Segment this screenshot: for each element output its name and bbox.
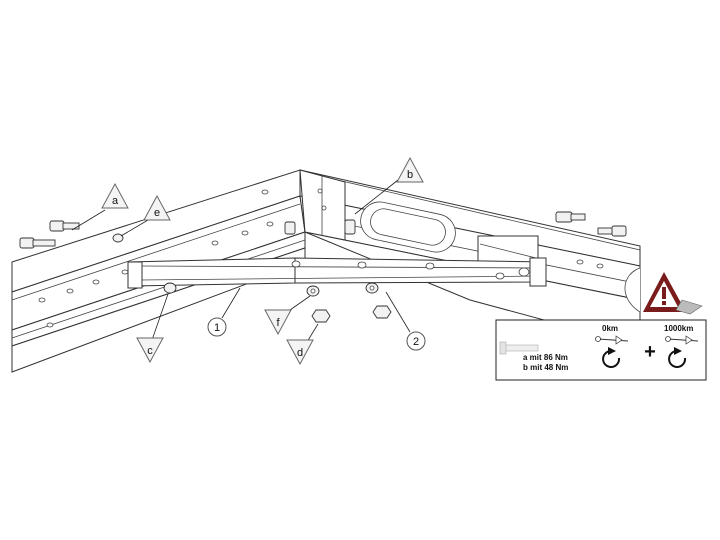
bolt-right-1 [555, 211, 586, 223]
callout-part-2: 2 [385, 291, 426, 351]
callout-f: f [264, 295, 311, 336]
washer-f-2 [365, 282, 379, 294]
svg-text:b mit 48 Nm: b mit 48 Nm [523, 363, 568, 372]
svg-text:0km: 0km [602, 324, 618, 333]
warning-triangle-icon [643, 272, 703, 315]
svg-text:a: a [112, 195, 119, 207]
small-bolt-icon [595, 335, 629, 345]
right-frame-rail [299, 169, 641, 347]
callout-d: d [286, 323, 319, 366]
bolt-b-1 [344, 219, 356, 235]
bolt-a-2 [49, 220, 80, 232]
svg-text:1: 1 [214, 322, 220, 334]
callout-b: b [354, 156, 424, 215]
bolt-icon [499, 341, 539, 355]
callout-c: c [136, 293, 169, 364]
svg-text:1000km: 1000km [664, 324, 693, 333]
washer-e [112, 233, 124, 243]
callout-part-1: 1 [207, 287, 241, 337]
svg-text:f: f [276, 317, 280, 329]
svg-text:d: d [297, 347, 303, 359]
svg-text:e: e [154, 207, 160, 219]
washer-c [163, 282, 177, 294]
rotate-arrow-icon [668, 347, 687, 368]
washer-f-1 [306, 285, 320, 297]
nut-d-2 [372, 305, 392, 319]
callout-e: e [120, 194, 171, 237]
nut-d-1 [311, 309, 331, 323]
callout-a: a [71, 182, 129, 231]
bolts [19, 211, 627, 323]
plus-sign: + [644, 341, 656, 363]
svg-text:a mit 86 Nm: a mit 86 Nm [523, 353, 568, 362]
bolt-a-1 [19, 237, 56, 249]
svg-text:c: c [147, 345, 153, 357]
bolt-right-2 [597, 225, 627, 237]
small-bolt-icon [665, 335, 699, 345]
torque-legend: a mit 86 Nm b mit 48 Nm 0km + 1000km [495, 319, 707, 381]
svg-text:b: b [407, 169, 413, 181]
svg-text:2: 2 [413, 336, 419, 348]
strut-assembly [127, 257, 547, 289]
rotate-arrow-icon [602, 347, 621, 368]
bolt-b-2 [284, 221, 296, 235]
